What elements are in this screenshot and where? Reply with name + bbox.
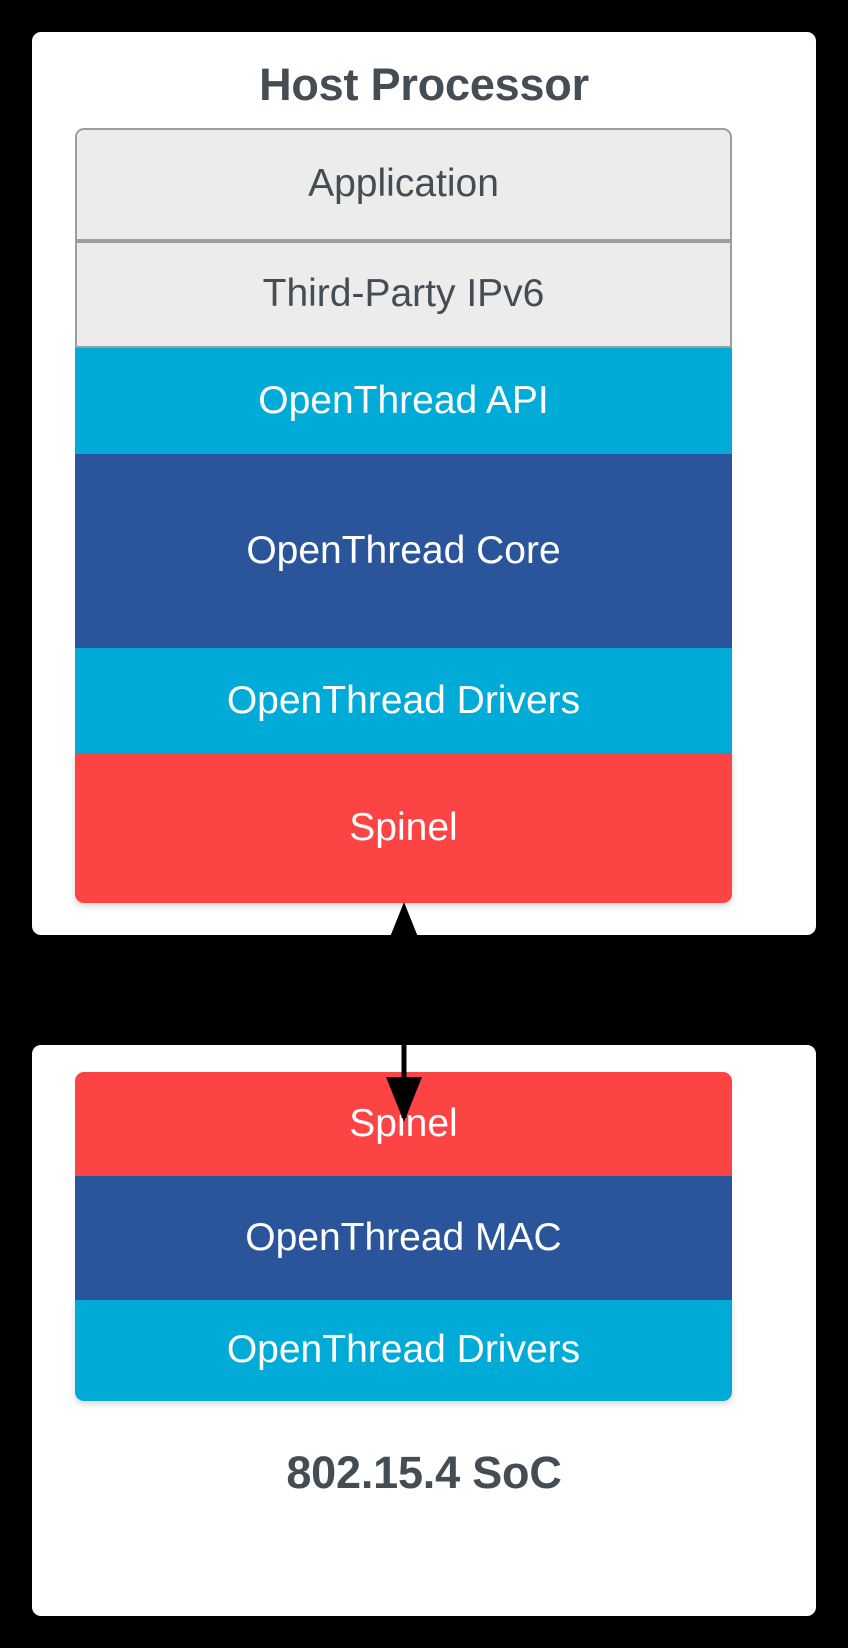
layer-openthread-mac-label: OpenThread MAC xyxy=(245,1215,562,1259)
layer-openthread-drivers-host-label: OpenThread Drivers xyxy=(226,678,581,722)
layer-openthread-api-label: OpenThread API xyxy=(258,378,549,422)
layer-openthread-core-label: OpenThread Core xyxy=(246,528,561,572)
host-layer-stack: Application Third-Party IPv6 OpenThread … xyxy=(75,128,732,903)
layer-application-label: Application xyxy=(308,162,499,206)
panel-802-15-4-soc: Spinel OpenThread MAC OpenThread Drivers… xyxy=(32,1045,816,1616)
layer-openthread-api[interactable]: OpenThread API xyxy=(75,348,732,454)
layer-openthread-drivers-soc-label: OpenThread Drivers xyxy=(226,1328,581,1372)
layer-spinel-soc-label: Spinel xyxy=(349,1101,458,1145)
layer-spinel-host-label: Spinel xyxy=(349,806,458,850)
layer-third-party-ipv6-label: Third-Party IPv6 xyxy=(262,272,545,316)
layer-openthread-core[interactable]: OpenThread Core xyxy=(75,454,732,648)
panel-802-15-4-soc-title: 802.15.4 SoC xyxy=(286,1447,562,1498)
panel-host-processor-title: Host Processor xyxy=(259,59,589,110)
layer-openthread-drivers-soc[interactable]: OpenThread Drivers xyxy=(75,1300,732,1401)
layer-third-party-ipv6[interactable]: Third-Party IPv6 xyxy=(75,241,732,348)
panel-host-processor: Host Processor Application Third-Party I… xyxy=(32,32,816,935)
layer-spinel-soc[interactable]: Spinel xyxy=(75,1072,732,1176)
layer-application[interactable]: Application xyxy=(75,128,732,241)
layer-openthread-mac[interactable]: OpenThread MAC xyxy=(75,1176,732,1300)
layer-openthread-drivers-host[interactable]: OpenThread Drivers xyxy=(75,648,732,754)
layer-spinel-host[interactable]: Spinel xyxy=(75,754,732,903)
soc-layer-stack: Spinel OpenThread MAC OpenThread Drivers xyxy=(75,1072,732,1401)
